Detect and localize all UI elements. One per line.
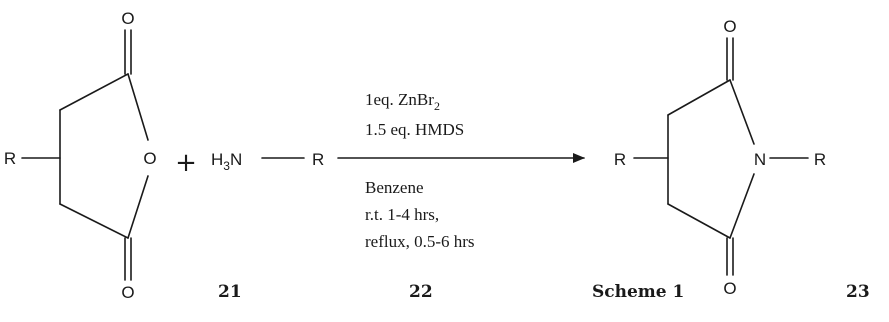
condition-solvent: Benzene bbox=[365, 178, 424, 197]
anhydride-substituent-r: R bbox=[4, 149, 16, 168]
condition-reagent-2: 1.5 eq. HMDS bbox=[365, 120, 464, 139]
condition-time-reflux: reflux, 0.5-6 hrs bbox=[365, 232, 475, 251]
compound-label-21: 21 bbox=[218, 282, 242, 302]
condition-reagent-1: 1eq. ZnBr2 bbox=[365, 90, 440, 113]
imide-substituent-r-left: R bbox=[614, 150, 626, 169]
condition-time-rt: r.t. 1-4 hrs, bbox=[365, 205, 439, 224]
imide-carbonyl-o-top: O bbox=[723, 17, 736, 36]
anhydride-structure: O O O R bbox=[4, 9, 157, 302]
scheme-label: Scheme 1 bbox=[592, 282, 685, 302]
imide-structure: O N O R R bbox=[614, 17, 826, 298]
anhydride-ring-o: O bbox=[143, 149, 156, 168]
anhydride-carbonyl-o-top: O bbox=[121, 9, 134, 28]
compound-label-23: 23 bbox=[846, 282, 870, 302]
imide-carbonyl-o-bottom: O bbox=[723, 279, 736, 298]
imide-nitrogen: N bbox=[754, 150, 766, 169]
amine-substituent-r: R bbox=[312, 150, 324, 169]
plus-sign: + bbox=[175, 148, 197, 178]
amine-structure: H3N R bbox=[211, 150, 324, 173]
amine-h-sub: 3 bbox=[223, 159, 230, 173]
amine-n: N bbox=[230, 150, 242, 169]
anhydride-carbonyl-o-bottom: O bbox=[121, 283, 134, 302]
compound-label-22: 22 bbox=[409, 282, 433, 302]
amine-h: H bbox=[211, 150, 223, 169]
amine-h3n-label: H3N bbox=[211, 150, 242, 173]
imide-substituent-r-right: R bbox=[814, 150, 826, 169]
